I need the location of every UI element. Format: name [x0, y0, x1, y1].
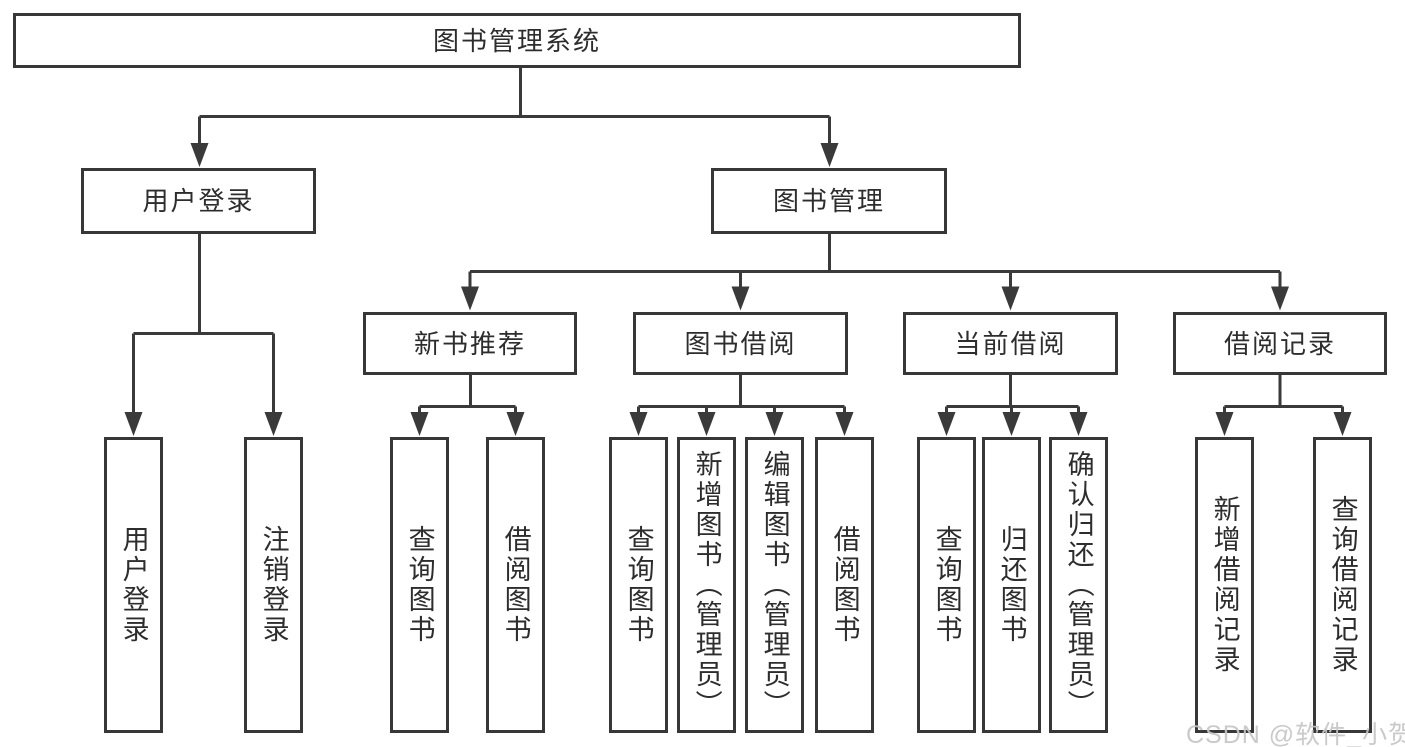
leaf-query-books-current: 查询图书 [917, 437, 976, 733]
node-current-borrow: 当前借阅 [903, 312, 1118, 375]
node-new-book-recommend: 新书推荐 [363, 312, 577, 375]
connector-root [198, 68, 831, 146]
node-user-login: 用户登录 [81, 168, 316, 234]
node-book-borrow: 图书借阅 [633, 312, 848, 375]
leaf-borrow-books-recommend: 借阅图书 [486, 437, 545, 733]
node-borrow-records: 借阅记录 [1173, 312, 1387, 375]
arrow-down-icon [410, 412, 429, 436]
arrow-down-icon [1271, 286, 1289, 311]
watermark: CSDN @软件_小贺同学 [1186, 721, 1405, 747]
connector-borrow-records-branch [1223, 375, 1344, 414]
arrow-down-icon [765, 412, 784, 436]
arrow-down-icon [461, 286, 479, 311]
connector-book-borrow-branch [637, 375, 846, 414]
arrow-down-icon [697, 412, 716, 436]
arrow-down-icon [835, 412, 854, 436]
arrow-down-icon [1215, 412, 1234, 436]
leaf-edit-books-admin: 编辑图书（管理员） [745, 437, 804, 733]
connector-book-management-branch [468, 234, 1282, 291]
arrow-down-icon [629, 412, 648, 436]
node-book-management: 图书管理 [711, 168, 947, 234]
arrowheads [124, 143, 1352, 436]
leaf-borrow-books: 借阅图书 [815, 437, 874, 733]
leaf-confirm-return-admin: 确认归还（管理员） [1049, 437, 1108, 733]
arrow-down-icon [937, 412, 956, 436]
leaf-user-login: 用户登录 [104, 437, 163, 733]
leaf-query-borrow-record: 查询借阅记录 [1313, 437, 1372, 733]
arrow-down-icon [731, 286, 750, 311]
arrow-down-icon [506, 412, 525, 436]
leaf-return-books: 归还图书 [982, 437, 1041, 733]
leaf-logout: 注销登录 [244, 437, 303, 733]
connector-current-borrow-branch [945, 375, 1080, 414]
leaf-query-books-borrow: 查询图书 [609, 437, 668, 733]
connector-new-book-branch [418, 375, 517, 414]
connector-user-login-branch [132, 234, 275, 415]
arrow-down-icon [820, 143, 839, 167]
arrow-down-icon [1069, 412, 1088, 436]
arrow-down-icon [1001, 286, 1020, 311]
leaf-add-books-admin: 新增图书（管理员） [677, 437, 736, 733]
leaf-query-books-recommend: 查询图书 [390, 437, 449, 733]
arrow-down-icon [124, 412, 143, 436]
arrow-down-icon [190, 143, 209, 167]
arrow-down-icon [264, 412, 283, 436]
leaf-add-borrow-record: 新增借阅记录 [1195, 437, 1254, 733]
node-library-management-system: 图书管理系统 [13, 13, 1021, 68]
arrow-down-icon [1002, 412, 1021, 436]
arrow-down-icon [1333, 412, 1352, 436]
